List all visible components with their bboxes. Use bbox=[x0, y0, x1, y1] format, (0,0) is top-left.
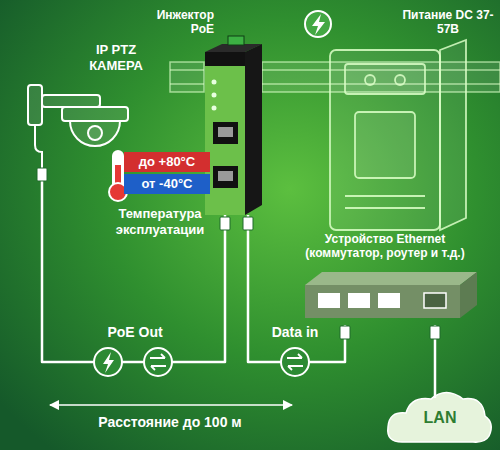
module-line bbox=[345, 195, 425, 197]
module-line bbox=[345, 207, 425, 209]
temperature-caption: Температура эксплуатации bbox=[105, 206, 215, 237]
led bbox=[212, 93, 217, 98]
camera-arm bbox=[42, 95, 100, 107]
switch-port bbox=[348, 293, 370, 308]
module-side bbox=[440, 40, 466, 230]
switch-uplink-port bbox=[424, 293, 446, 308]
switch-side bbox=[460, 272, 477, 318]
temp-min-band bbox=[124, 174, 210, 194]
edge-label-box: Data in bbox=[250, 324, 340, 341]
distance-label: Расстояние до 100 м bbox=[98, 414, 241, 431]
node-label: Устройство Ethernet (коммутатор, роутер … bbox=[285, 232, 485, 261]
rj45-port bbox=[213, 122, 238, 144]
temp-max-band bbox=[124, 152, 210, 172]
rail-line bbox=[170, 83, 204, 85]
label-box: Температура эксплуатации bbox=[105, 206, 215, 237]
module-terminal bbox=[345, 64, 425, 94]
cable-icons bbox=[94, 348, 309, 376]
switch-drawing bbox=[305, 272, 477, 318]
distance-arrow bbox=[50, 404, 292, 406]
injector-side bbox=[245, 44, 262, 215]
rj45-port bbox=[213, 166, 238, 188]
temperature-max: до +80°C bbox=[139, 154, 195, 170]
edge-label: PoE Out bbox=[90, 324, 180, 341]
camera-lens bbox=[88, 126, 102, 140]
connectors bbox=[42, 168, 435, 398]
lightning-symbol bbox=[103, 352, 114, 373]
label-box: Расстояние до 100 м bbox=[60, 414, 280, 431]
led bbox=[212, 106, 217, 111]
switch-port bbox=[378, 293, 400, 308]
injector-band bbox=[205, 52, 245, 66]
rail-line bbox=[170, 69, 204, 71]
bidirectional-arrows bbox=[150, 354, 166, 370]
rj45-plug bbox=[243, 217, 253, 230]
lan-node: LAN bbox=[395, 398, 485, 438]
icon-circle bbox=[281, 348, 309, 376]
rj45-plug bbox=[220, 217, 230, 230]
edge-label-box: PoE Out bbox=[90, 324, 180, 341]
power-terminal bbox=[228, 36, 244, 45]
camera-cable bbox=[35, 125, 42, 168]
label-box: до +80°C bbox=[124, 152, 210, 172]
module-body bbox=[330, 50, 440, 230]
switch-top bbox=[305, 272, 477, 285]
injector-drawing bbox=[205, 36, 262, 215]
lan-cloud bbox=[388, 393, 491, 443]
rj45-contacts bbox=[218, 127, 233, 137]
module-screw bbox=[365, 75, 375, 85]
icon-circle bbox=[144, 348, 172, 376]
camera-node: IP PTZ КАМЕРА bbox=[22, 42, 160, 168]
rj45-plug bbox=[430, 326, 440, 339]
bidirectional-arrows bbox=[287, 354, 303, 370]
power-badge bbox=[305, 11, 331, 37]
led bbox=[212, 80, 217, 85]
power-node: Питание DC 37-57В bbox=[300, 8, 494, 233]
icon-circle bbox=[94, 348, 122, 376]
lightning-symbol bbox=[312, 14, 325, 35]
cable bbox=[42, 168, 225, 362]
camera-housing bbox=[62, 107, 128, 121]
node-label: Инжектор PoE bbox=[148, 8, 214, 37]
injector-front bbox=[205, 52, 245, 215]
rj45-plug bbox=[37, 168, 47, 181]
switch-node: Устройство Ethernet (коммутатор, роутер … bbox=[285, 232, 485, 325]
switch-front bbox=[305, 285, 460, 318]
temperature-min: от -40°C bbox=[142, 176, 193, 192]
module-panel bbox=[355, 112, 415, 178]
rj45-plug bbox=[340, 326, 350, 339]
switch-port bbox=[318, 293, 340, 308]
module-screw bbox=[395, 75, 405, 85]
camera-dome bbox=[70, 121, 120, 146]
node-label: Питание DC 37-57В bbox=[402, 8, 494, 37]
edge-label: Data in bbox=[250, 324, 340, 341]
node-label: IP PTZ КАМЕРА bbox=[80, 42, 152, 73]
wall-plate bbox=[28, 85, 42, 125]
rail-segment bbox=[170, 62, 204, 92]
node-label: LAN bbox=[395, 408, 485, 427]
thermometer bbox=[109, 150, 210, 201]
power-supply-drawing bbox=[330, 40, 466, 230]
rj45-contacts bbox=[218, 171, 233, 181]
badge-circle bbox=[305, 11, 331, 37]
label-box: от -40°C bbox=[124, 174, 210, 194]
